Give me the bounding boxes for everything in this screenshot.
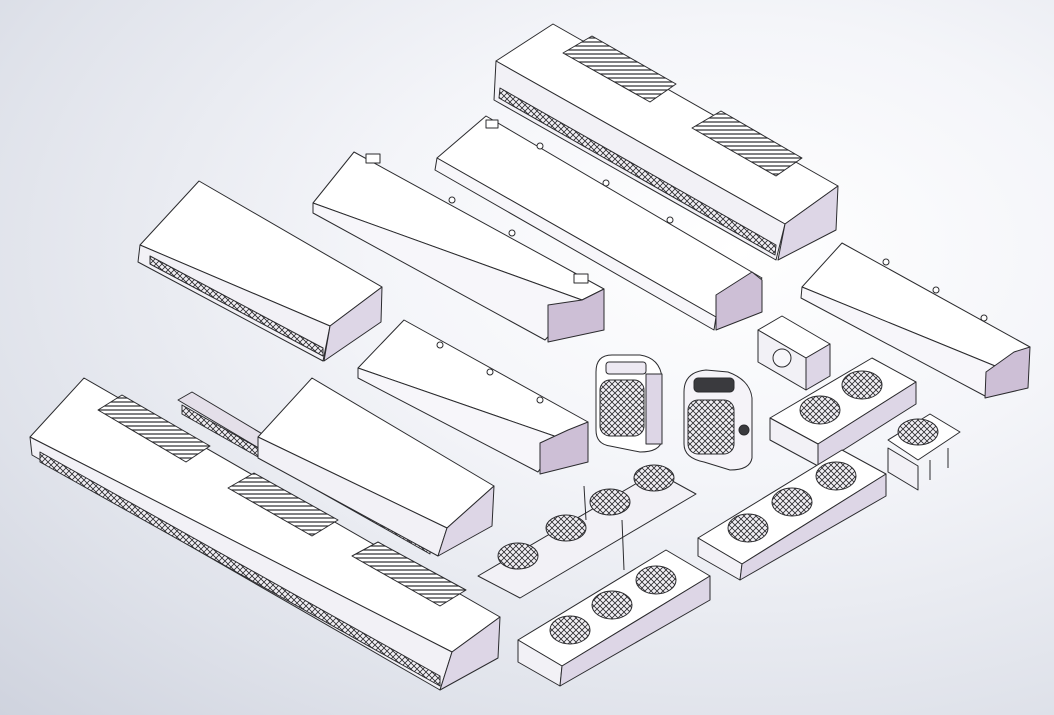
air-curtain-open-underside — [312, 202, 583, 341]
heater-top-panel — [693, 377, 735, 393]
fan-icon — [497, 542, 539, 570]
air-curtain-with-rail — [177, 377, 495, 557]
mount-bolt — [882, 258, 890, 266]
top-vent-slots — [562, 35, 677, 103]
module-frame — [887, 447, 919, 491]
mount-bolt — [536, 396, 544, 404]
air-curtain-end-cap — [715, 271, 763, 331]
air-curtain-open-right — [800, 242, 1031, 399]
air-curtain-medium-left — [137, 180, 383, 362]
fan-icon — [589, 488, 631, 516]
mount-bolt — [602, 179, 610, 187]
heater-side — [645, 373, 663, 445]
fan-icon — [815, 461, 857, 491]
top-vent-slots — [227, 472, 339, 537]
fan-unit-side — [559, 575, 711, 687]
mount-bolt — [666, 216, 674, 224]
fan-icon — [841, 370, 883, 400]
fan-unit-double — [769, 357, 917, 467]
fan-icon — [897, 418, 939, 446]
air-curtain-end-cap — [539, 421, 589, 475]
mounting-tab — [485, 119, 499, 129]
fan-module-chain — [477, 464, 697, 599]
air-curtain-open-long — [434, 115, 763, 331]
top-vent-slots — [351, 541, 467, 607]
heater-top-panel — [605, 361, 647, 375]
mount-bolt — [486, 368, 494, 376]
box-side — [805, 343, 831, 391]
mount-bolt — [448, 196, 456, 204]
fan-icon — [771, 487, 813, 517]
air-curtain-end-cap — [437, 485, 495, 557]
fan-unit-side — [817, 381, 917, 467]
mount-bolt — [980, 314, 988, 322]
air-curtain-extra-long — [29, 377, 501, 691]
fan-unit-side — [739, 473, 887, 581]
air-curtain-open-underside — [434, 157, 717, 331]
mounting-tab — [573, 273, 589, 284]
front-grille — [149, 255, 324, 357]
fan-module-single-bracket — [887, 413, 961, 491]
fan-icon — [549, 615, 591, 645]
air-curtain-end-cap — [547, 288, 605, 343]
front-grille — [39, 451, 441, 687]
fan-unit-triple-bottom — [517, 549, 711, 687]
air-curtain-large-top — [493, 23, 839, 261]
portable-heater-white — [595, 354, 663, 453]
fan-unit-triple-right — [697, 449, 887, 581]
heater-grille — [687, 399, 735, 455]
air-curtain-open-underside — [357, 367, 561, 473]
mount-bolt — [932, 286, 940, 294]
air-curtain-open-mid — [312, 151, 605, 343]
mount-bolt — [508, 229, 516, 237]
fan-icon — [633, 464, 675, 492]
air-curtain-end-cap — [323, 286, 383, 362]
support-rod — [583, 485, 625, 571]
heater-grille — [599, 379, 645, 437]
air-curtain-end-cap — [439, 616, 501, 691]
air-curtain-end-cap — [777, 185, 839, 261]
junction-box — [757, 315, 831, 391]
top-vent-slots — [691, 110, 803, 177]
portable-heater-dark — [683, 369, 753, 471]
fan-icon — [799, 395, 841, 425]
air-curtain-open-small — [357, 319, 589, 475]
control-knob-icon — [738, 424, 750, 436]
fan-icon — [727, 513, 769, 543]
fan-icon — [545, 514, 587, 542]
mount-bolt — [436, 341, 444, 349]
fan-icon — [591, 590, 633, 620]
cable-gland-icon — [772, 348, 792, 368]
fan-icon — [635, 565, 677, 595]
mounting-tab — [365, 153, 381, 164]
front-grille — [498, 87, 777, 256]
top-vent-slots — [97, 394, 211, 463]
support-leg — [929, 448, 949, 480]
air-curtain-end-cap — [984, 346, 1031, 399]
mount-bolt — [536, 142, 544, 150]
